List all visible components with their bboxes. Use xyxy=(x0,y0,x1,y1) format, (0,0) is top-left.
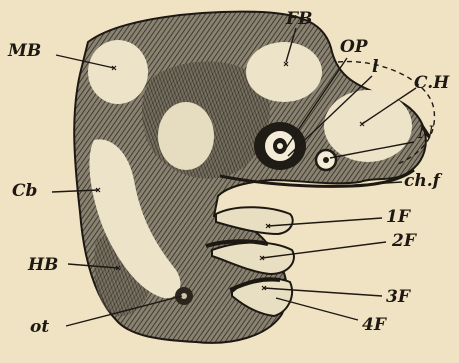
label-ot: ot xyxy=(30,317,49,337)
mid-bulge xyxy=(158,102,214,170)
label-fb: FB xyxy=(285,9,312,29)
leader-4f xyxy=(276,298,358,320)
label-cb: Cb xyxy=(12,181,37,201)
label-mb: MB xyxy=(7,41,41,61)
label-hb: HB xyxy=(27,255,58,275)
label-1f: 1F xyxy=(386,207,412,227)
midbrain-bulge xyxy=(88,40,148,104)
label-n: N xyxy=(417,123,435,143)
forebrain-bulge xyxy=(246,42,322,102)
label-l: l xyxy=(372,57,379,77)
label-3f: 3F xyxy=(386,287,412,307)
nasal-pit-core xyxy=(323,157,329,163)
label-op: OP xyxy=(340,37,369,57)
label-4f: 4F xyxy=(362,315,388,335)
label-2f: 2F xyxy=(391,231,418,251)
eye-lens-core xyxy=(277,143,283,149)
label-chf: ch.f xyxy=(404,171,443,191)
label-ch: C.H xyxy=(414,73,450,93)
